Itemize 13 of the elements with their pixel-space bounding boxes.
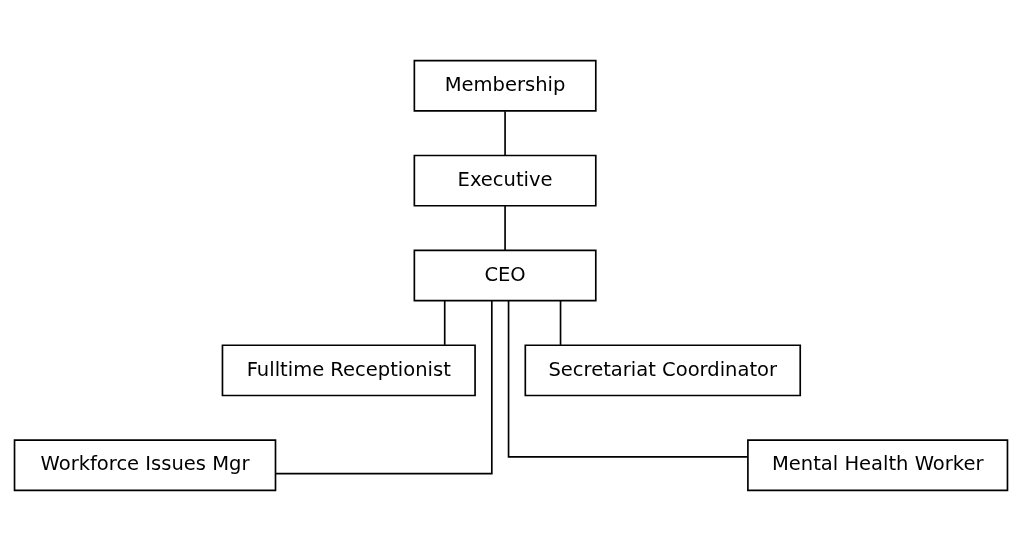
node-box: CEO <box>413 249 597 301</box>
node-box: Mental Health Worker <box>747 438 1009 491</box>
connector <box>507 299 749 458</box>
connector <box>443 299 446 346</box>
node-box: Workforce Issues Mgr <box>13 438 277 491</box>
connector <box>504 204 506 251</box>
node-box: Membership <box>413 59 597 112</box>
node-box: Executive <box>413 154 597 207</box>
node-box: Secretariat Coordinator <box>524 343 802 396</box>
node-box: Fulltime Receptionist <box>221 343 476 396</box>
connector <box>504 109 506 156</box>
connector <box>274 299 493 474</box>
connector <box>559 299 562 346</box>
